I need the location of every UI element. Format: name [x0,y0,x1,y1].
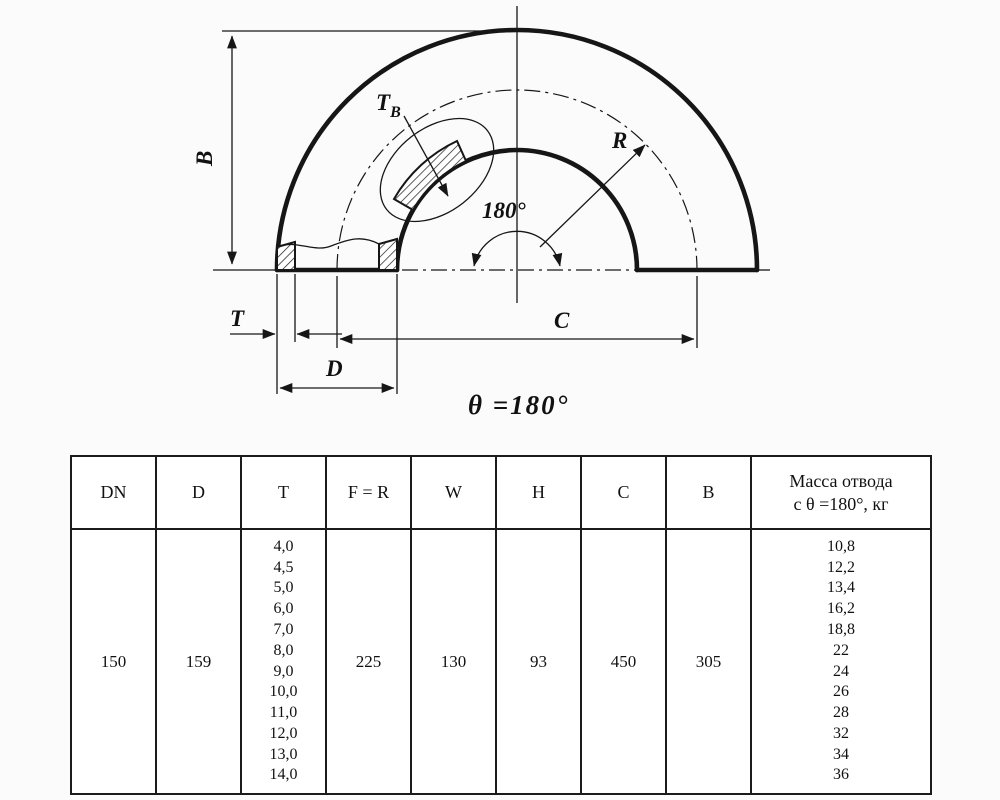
angle-arc-arrow [471,230,563,267]
left-wall-section [276,240,296,271]
mass-value: 22 [833,641,849,659]
elbow-technical-drawing: TB R 180° B T D C θ =180° [192,6,770,420]
break-line [276,238,380,249]
dimensions-table: DN D T F = R W H C B Масса отвода с θ =1… [70,455,932,795]
table-header-row: DN D T F = R W H C B Масса отвода с θ =1… [70,455,932,530]
mass-value: 36 [833,766,849,784]
mass-value: 16,2 [827,600,855,618]
t-value: 14,0 [269,766,298,784]
cell-fr: 225 [325,528,412,795]
angle-label: 180° [482,198,527,223]
mass-value: 34 [833,745,849,763]
tb-leader-arrow [403,115,449,197]
t-value: 10,0 [269,683,298,701]
t-value: 4,0 [273,537,294,555]
col-header-mass: Масса отвода с θ =180°, кг [750,455,932,530]
col-header-b: B [665,455,752,530]
t-value: 6,0 [273,600,294,618]
cell-dn: 150 [70,528,157,795]
radius-arrow [539,144,646,248]
col-header-fr: F = R [325,455,412,530]
col-header-w: W [410,455,497,530]
t-label: T [230,306,245,331]
cell-b: 305 [665,528,752,795]
cell-c: 450 [580,528,667,795]
col-header-d: D [155,455,242,530]
mass-value: 18,8 [827,620,855,638]
cell-d: 159 [155,528,242,795]
t-value: 7,0 [273,620,294,638]
theta-note: θ =180° [468,390,569,420]
t-value: 13,0 [269,745,298,763]
right-wall-section [378,237,398,271]
mass-value: 13,4 [827,579,855,597]
table-row: 150 159 4,0 4,5 5,0 6,0 7,0 8,0 9,0 10,0… [70,528,932,795]
mass-value: 24 [833,662,849,680]
mass-values-list: 10,8 12,2 13,4 16,2 18,8 22 24 26 28 32 … [752,530,930,793]
col-header-h: H [495,455,582,530]
cell-w: 130 [410,528,497,795]
mass-value: 12,2 [827,558,855,576]
t-value: 11,0 [269,704,298,722]
inner-arc [394,147,640,273]
col-header-dn: DN [70,455,157,530]
mass-value: 28 [833,704,849,722]
d-label: D [325,356,343,381]
tb-wall-cut [392,139,468,212]
t-value: 4,5 [273,558,294,576]
tb-label: TB [376,90,401,121]
col-header-c: C [580,455,667,530]
c-label: C [554,308,570,333]
centerline-arc [336,89,698,271]
mass-value: 26 [833,683,849,701]
t-value: 5,0 [273,579,294,597]
outer-arc [274,27,760,273]
mass-value: 10,8 [827,537,855,555]
cell-mass: 10,8 12,2 13,4 16,2 18,8 22 24 26 28 32 … [750,528,932,795]
t-value: 9,0 [273,662,294,680]
t-value: 8,0 [273,641,294,659]
t-values-list: 4,0 4,5 5,0 6,0 7,0 8,0 9,0 10,0 11,0 12… [242,530,325,793]
cell-t: 4,0 4,5 5,0 6,0 7,0 8,0 9,0 10,0 11,0 12… [240,528,327,795]
b-label: B [192,151,217,167]
mass-value: 32 [833,724,849,742]
radius-label: R [611,128,627,153]
t-value: 12,0 [269,724,298,742]
tb-detail-bubble [379,117,495,223]
col-header-t: T [240,455,327,530]
cell-h: 93 [495,528,582,795]
